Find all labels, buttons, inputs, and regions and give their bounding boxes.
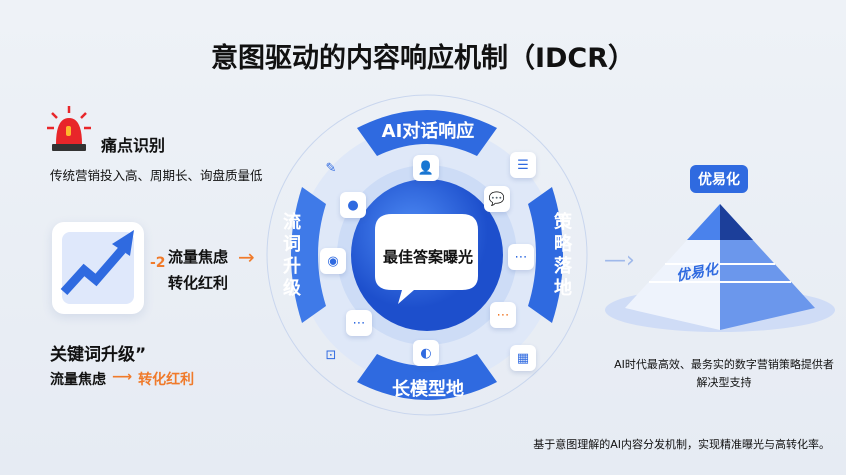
arrow-right-icon: —›	[604, 248, 635, 273]
message-icon: ⋯	[346, 310, 372, 336]
growth-line1: 流量焦虑	[168, 248, 229, 266]
search-user-icon: ◉	[320, 248, 346, 274]
list-icon: ☰	[510, 152, 536, 178]
segment-top: AI对话响应	[381, 121, 475, 142]
growth-line2: 转化红利	[168, 274, 229, 292]
footer-note: 基于意图理解的AI内容分发机制，实现精准曝光与高转化率。	[533, 438, 830, 451]
message-icon: ⋯	[508, 244, 534, 270]
keyword-to: 转化红利	[138, 372, 195, 388]
center-label: 最佳答案曝光	[382, 248, 473, 266]
user-icon: 👤	[413, 155, 439, 181]
keyboard-icon: ▦	[510, 345, 536, 371]
pyramid-graphic	[605, 204, 835, 332]
scan-icon: ⊡	[325, 347, 337, 363]
arrow-right-icon: →	[238, 245, 255, 269]
pain-heading: 痛点识别	[101, 136, 166, 155]
message-orange-icon: ⋯	[490, 302, 516, 328]
growth-badge: -2	[150, 255, 166, 271]
keyword-heading: 关键词升级”	[50, 345, 147, 365]
edit-icon: ✎	[325, 160, 337, 176]
pyramid-tag: 优易化	[690, 165, 748, 193]
growth-chart-icon	[52, 222, 144, 314]
segment-bottom: 长模型地	[392, 379, 464, 400]
page-title: 意图驱动的内容响应机制（IDCR）	[210, 43, 636, 74]
chat-icon: 💬	[484, 186, 510, 212]
pain-description: 传统营销投入高、周期长、询盘质量低	[50, 168, 263, 183]
keyword-from: 流量焦虑	[50, 372, 106, 388]
alarm-icon	[47, 106, 91, 151]
pyramid-caption: AI时代最高效、最务实的数字营销策略提供者	[614, 358, 834, 371]
robot-icon: ◐	[413, 340, 439, 366]
pyramid-caption-2: 解决型支持	[696, 376, 752, 389]
keyword-arrow-icon: ⟶	[112, 369, 133, 385]
segment-left: 流词升级	[283, 212, 301, 299]
avatar-icon: ●	[340, 192, 366, 218]
segment-right: 策略落地	[554, 212, 572, 299]
